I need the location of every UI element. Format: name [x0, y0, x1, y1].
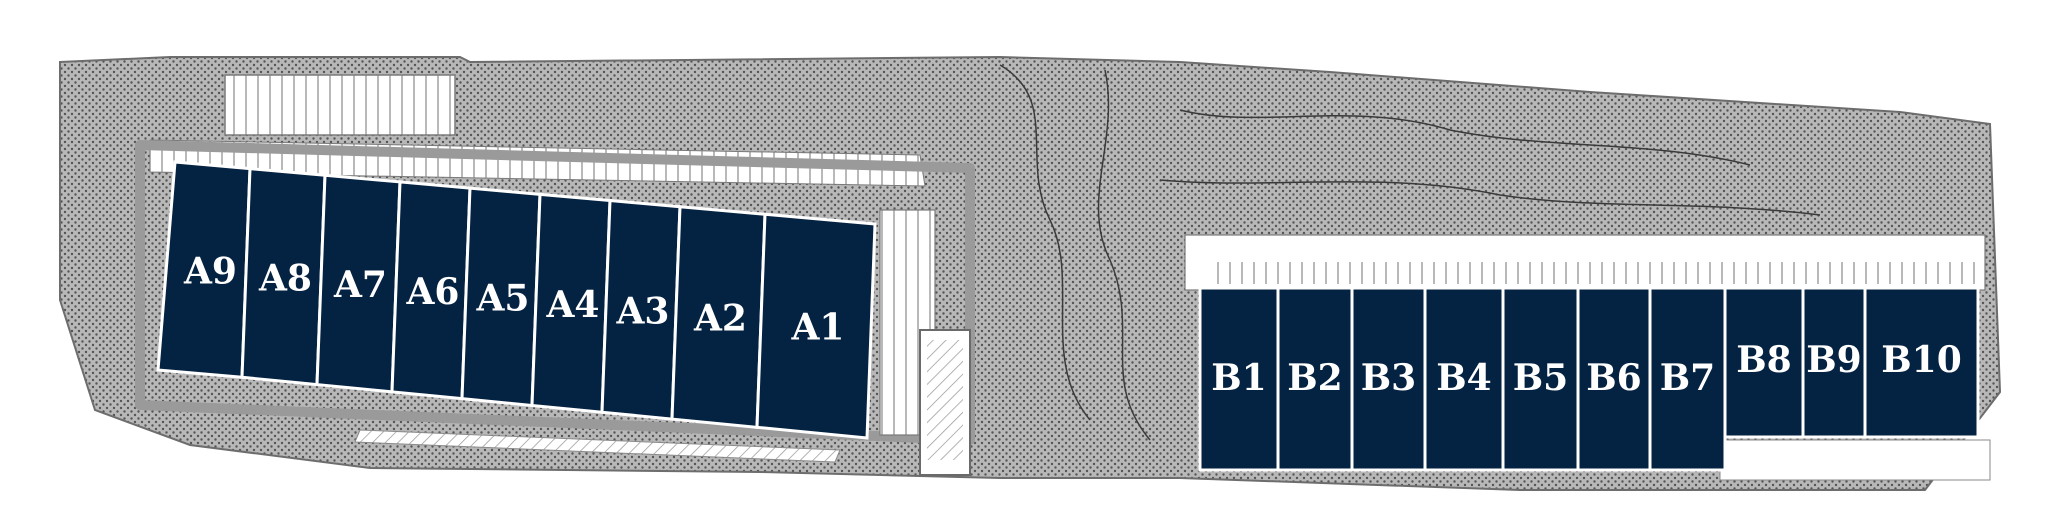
unit-label: B4 [1436, 357, 1491, 399]
unit-a3[interactable]: A3 [600, 198, 682, 421]
entry-lanes [927, 340, 963, 460]
unit-label: B6 [1586, 357, 1641, 399]
unit-label: B7 [1660, 357, 1715, 399]
unit-label: A2 [693, 298, 747, 340]
unit-label: B9 [1806, 339, 1861, 381]
unit-b9[interactable]: B9 [1801, 286, 1867, 439]
access-road-b [1184, 234, 1991, 481]
unit-b7[interactable]: B7 [1648, 286, 1727, 472]
contour-lines [999, 64, 1821, 441]
unit-label: A4 [546, 284, 600, 326]
unit-a5[interactable]: A5 [460, 186, 542, 408]
unit-a2[interactable]: A2 [670, 205, 767, 429]
unit-b2[interactable]: B2 [1276, 286, 1354, 472]
unit-label: B2 [1287, 357, 1342, 399]
unit-label: B1 [1211, 357, 1266, 399]
unit-b6[interactable]: B6 [1576, 286, 1652, 472]
building-a: A9 A8 A7 A6 A5 A4 A3 A2 A1 [156, 160, 877, 440]
unit-b10[interactable]: B10 [1863, 286, 1980, 439]
unit-label: A6 [406, 271, 460, 313]
unit-label: A5 [476, 277, 530, 319]
unit-a1[interactable]: A1 [755, 212, 877, 440]
unit-label: B8 [1736, 339, 1791, 381]
unit-block[interactable] [1863, 286, 1980, 439]
south-drive [354, 429, 841, 463]
unit-a7[interactable]: A7 [315, 173, 402, 394]
unit-b3[interactable]: B3 [1350, 286, 1427, 472]
unit-a8[interactable]: A8 [240, 167, 327, 387]
unit-a9[interactable]: A9 [156, 160, 252, 379]
unit-b1[interactable]: B1 [1198, 286, 1280, 472]
building-b: B1 B2 B3 B4 B5 B6 B7 B8 B9 B10 [1198, 286, 1980, 472]
unit-b4[interactable]: B4 [1423, 286, 1505, 472]
unit-label: B10 [1881, 339, 1962, 381]
unit-b8[interactable]: B8 [1723, 286, 1805, 439]
unit-a6[interactable]: A6 [390, 180, 472, 401]
unit-block[interactable] [1648, 286, 1727, 472]
unit-label: B3 [1361, 357, 1416, 399]
unit-block[interactable] [755, 212, 877, 440]
unit-b5[interactable]: B5 [1501, 286, 1580, 472]
unit-label: A9 [183, 250, 237, 292]
unit-label: A8 [258, 257, 312, 299]
unit-label: A1 [791, 307, 845, 349]
unit-label: A7 [333, 264, 387, 306]
unit-label: A3 [616, 290, 670, 332]
unit-label: B5 [1513, 357, 1568, 399]
unit-a4[interactable]: A4 [530, 192, 612, 414]
parking-lot-north [224, 74, 456, 136]
